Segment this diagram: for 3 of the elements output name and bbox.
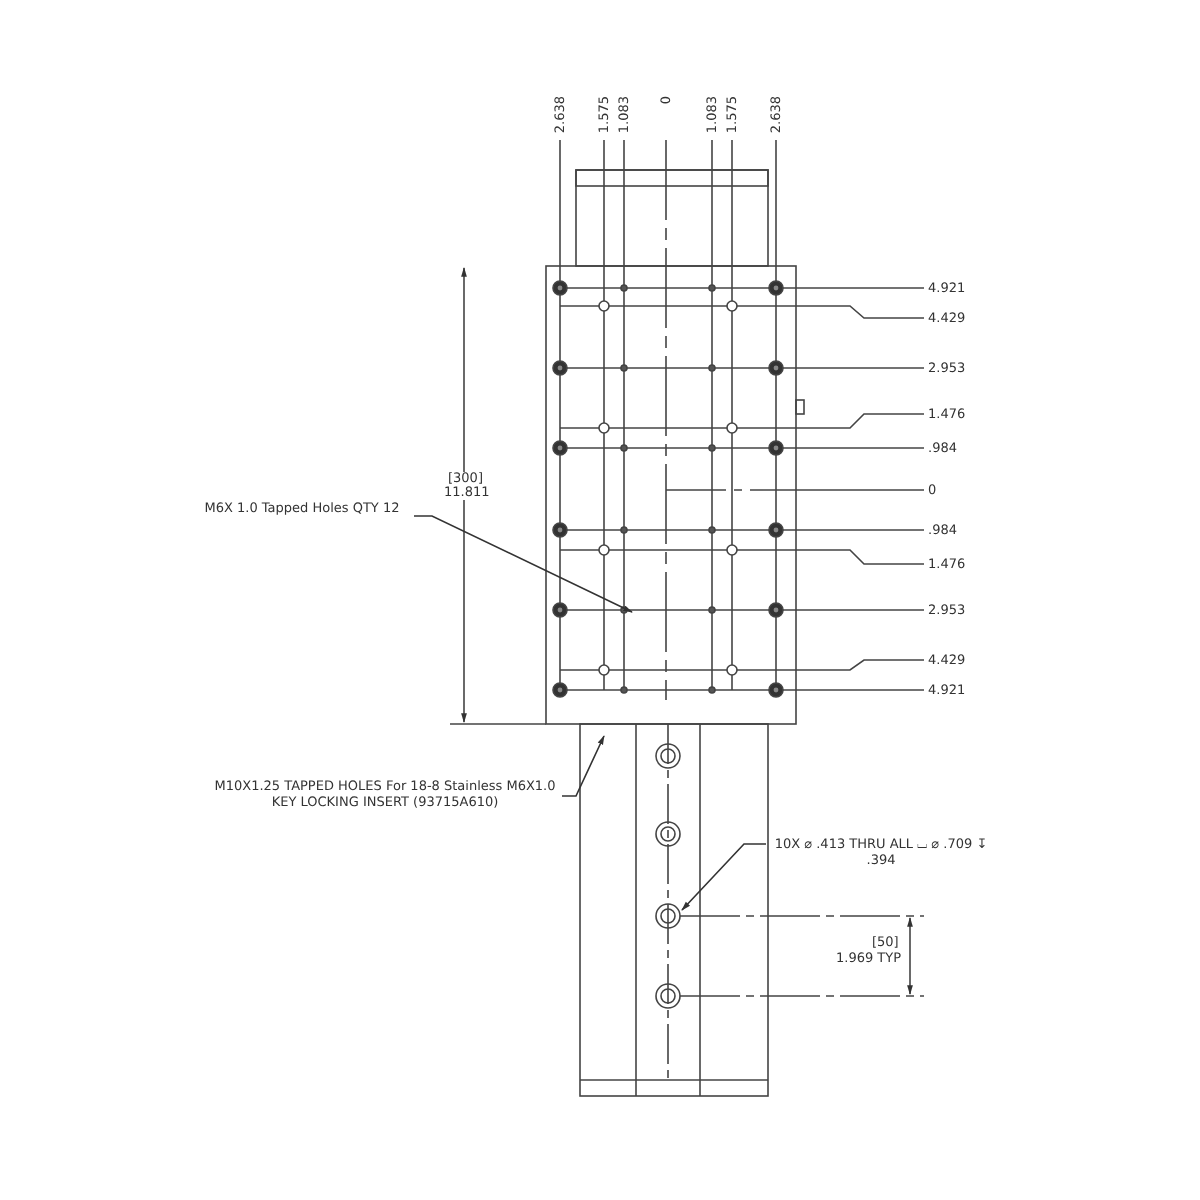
leader-line xyxy=(413,515,633,613)
leader-line xyxy=(681,843,767,911)
leader-line xyxy=(561,735,605,797)
